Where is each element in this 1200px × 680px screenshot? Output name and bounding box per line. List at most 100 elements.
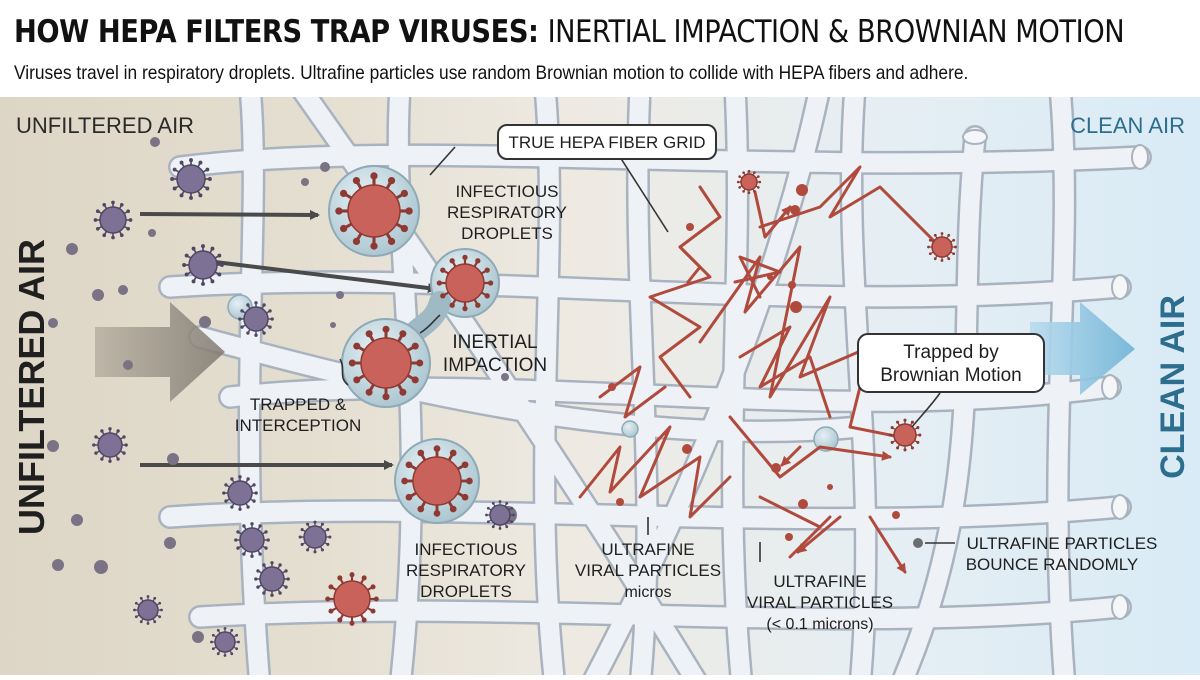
virus-spike-tip: [349, 620, 355, 626]
virus-body: [333, 580, 371, 618]
virus-spike-tip: [940, 259, 944, 262]
virus-spike-tip: [449, 302, 455, 308]
virus-spike-tip: [352, 237, 361, 246]
virus-spike-tip: [205, 186, 210, 191]
inertial-line-1: INERTIAL: [452, 332, 537, 353]
virus-spike-tip: [184, 272, 189, 277]
virus-spike-tip: [250, 554, 254, 558]
virus-spike-tip: [92, 443, 96, 447]
virus-spike-tip: [491, 501, 495, 505]
virus-spike-tip: [134, 615, 138, 619]
virus-spike-tip: [254, 333, 258, 337]
virus-spike-tip: [947, 233, 951, 237]
virus-spike-tip: [461, 461, 469, 469]
virus-particle: [170, 158, 212, 200]
virus-spike-tip: [124, 443, 128, 447]
ultrafine-micros-line-1: ULTRAFINE: [601, 540, 694, 559]
particle-dot: [771, 463, 781, 473]
virus-spike-tip: [223, 654, 227, 657]
interception-line-2: INTERCEPTION: [235, 416, 362, 435]
fiber-core: [160, 497, 1130, 529]
virus-spike-tip: [236, 530, 240, 534]
leader-line: [619, 156, 669, 233]
page-subtitle: Viruses travel in respiratory droplets. …: [14, 62, 969, 84]
virus-body: [360, 337, 412, 389]
virus-spike-tip: [491, 525, 495, 529]
virus-spike-tip: [411, 376, 419, 384]
virus-spike-tip: [952, 252, 956, 256]
particle-dot: [320, 162, 330, 172]
fiber-core: [582, 77, 830, 680]
virus-body: [243, 306, 269, 332]
virus-spike-tip: [230, 505, 234, 509]
particle-dot: [192, 631, 204, 643]
virus-spike-tip: [916, 440, 920, 444]
virus-spike-tip: [339, 189, 348, 198]
fiber-end: [1111, 594, 1129, 620]
virus-spike-tip: [198, 193, 203, 198]
virus-spike-tip: [223, 627, 227, 630]
virus-spike-tip: [250, 522, 254, 526]
virus-particle: [436, 254, 494, 312]
leader-line: [429, 146, 456, 176]
virus-spike-tip: [320, 548, 324, 552]
virus-body: [303, 525, 327, 549]
brownian-path: [868, 515, 907, 574]
virus-spike-tip: [484, 293, 490, 299]
virus-spike-tip: [300, 542, 304, 546]
virus-spike-tip: [440, 293, 446, 299]
virus-spike-tip: [896, 446, 900, 450]
brownian-label-line-2: Brownian Motion: [880, 365, 1022, 386]
virus-spike-tip: [179, 160, 184, 165]
virus-spike-tip: [284, 585, 288, 589]
virus-spike-tip: [328, 535, 332, 539]
droplets-top-line-2: RESPIRATORY: [447, 203, 567, 222]
virus-spike-tip: [890, 426, 894, 430]
leader-line: [419, 314, 441, 334]
virus-spike-tip: [238, 507, 242, 511]
virus-spike-tip: [189, 195, 193, 200]
virus-spike-tip: [417, 505, 425, 513]
virus-spike-tip: [742, 171, 745, 174]
virus-particle: [485, 500, 515, 530]
virus-spike-tip: [264, 530, 268, 534]
callout-box: [497, 124, 717, 160]
virus-spike-tip: [370, 608, 376, 614]
virus-spike-tip: [262, 591, 266, 595]
fiber-end: [1111, 274, 1129, 300]
virus-spike-tip: [262, 331, 266, 335]
inertial-line-2: IMPACTION: [443, 355, 547, 376]
virus-spike-tip: [401, 477, 408, 485]
virus-spike-tip: [757, 186, 760, 189]
virus-body: [97, 432, 123, 458]
brownian-path: [780, 445, 802, 467]
virus-particle: [238, 301, 274, 337]
virus-spike-tip: [928, 238, 932, 242]
virus-spike-tip: [122, 451, 126, 455]
virus-spike-tip: [270, 593, 274, 597]
virus-spike-tip: [210, 279, 215, 284]
virus-spike-tip: [94, 435, 98, 439]
virus-spike-tip: [270, 317, 274, 321]
virus-spike-tip: [888, 433, 892, 437]
virus-spike-tip: [242, 552, 246, 556]
virus-spike-tip: [158, 601, 162, 605]
particle-dot: [118, 285, 128, 295]
virus-spike-tip: [111, 200, 115, 205]
virus-spike-tip: [903, 448, 907, 452]
virus-spike-tip: [505, 525, 509, 529]
virus-spike-tip: [461, 493, 469, 501]
brownian-path: [728, 415, 892, 479]
virus-spike-tip: [230, 628, 234, 632]
virus-spike-tip: [191, 279, 196, 284]
virus-spike-tip: [933, 257, 937, 261]
virus-spike-tip: [95, 209, 100, 214]
virus-spike-tip: [116, 457, 120, 461]
virus-spike-tip: [258, 552, 262, 556]
virus-spike-tip: [102, 202, 107, 207]
virus-particle: [335, 172, 413, 250]
virus-spike-tip: [201, 244, 205, 249]
virus-spike-tip: [108, 427, 112, 431]
virus-spike-tip: [258, 524, 262, 528]
virus-spike-tip: [153, 596, 157, 600]
